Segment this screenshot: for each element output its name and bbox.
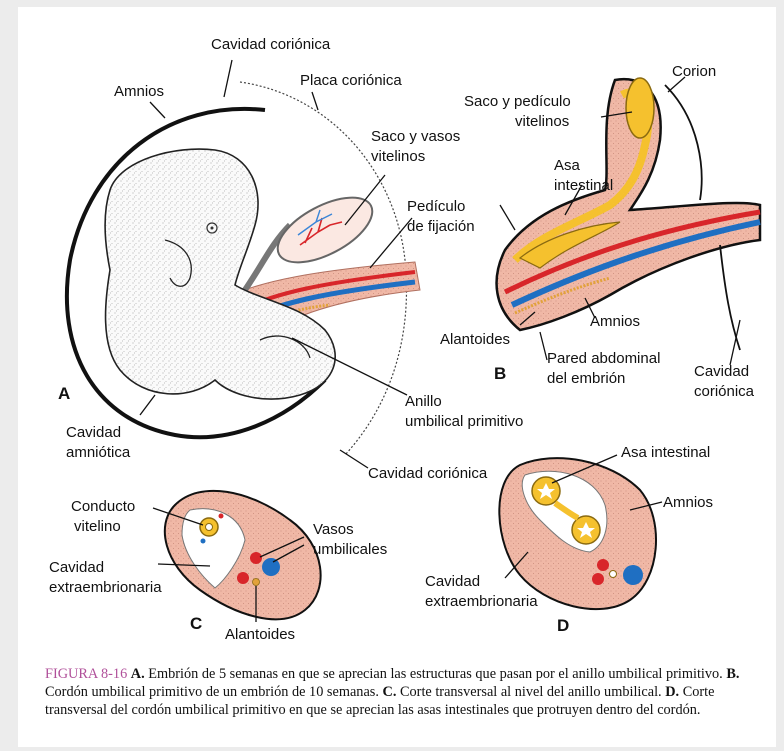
label-cavidad-extra-d1: Cavidad: [425, 573, 480, 591]
allantois-c: [253, 579, 260, 586]
label-pared-2: del embrión: [547, 370, 625, 388]
caption-b-letter: B.: [726, 666, 739, 682]
label-placa-corionica: Placa coriónica: [300, 72, 402, 90]
label-saco-vasos-2: vitelinos: [371, 148, 425, 166]
label-asa-2: intestinal: [554, 177, 613, 195]
panel-label-a: A: [58, 384, 70, 404]
embryo-body: [105, 149, 335, 399]
vein-d: [623, 565, 643, 585]
label-amnios-a: Amnios: [114, 83, 164, 101]
panel-a-drawing: [67, 60, 420, 468]
label-vasos-2: umbilicales: [313, 541, 387, 559]
panel-label-c: C: [190, 614, 202, 634]
label-amnios-d: Amnios: [663, 494, 713, 512]
vitelline-blue-c: [201, 539, 206, 544]
label-pediculo-1: Pedículo: [407, 198, 465, 216]
label-alantoides-b: Alantoides: [440, 331, 510, 349]
panel-c-drawing: [153, 491, 321, 622]
allantois-d: [610, 571, 617, 578]
panel-label-b: B: [494, 364, 506, 384]
caption-c-letter: C.: [383, 684, 397, 700]
caption-d-letter: D.: [665, 684, 679, 700]
label-cavidad-extra-d2: extraembrionaria: [425, 593, 538, 611]
panel-label-d: D: [557, 616, 569, 636]
label-cavidad-corionica-b1: Cavidad: [694, 363, 749, 381]
yolk-sac-b: [626, 78, 654, 138]
label-anillo-1: Anillo: [405, 393, 442, 411]
vein-c: [262, 558, 280, 576]
label-saco-vasos-1: Saco y vasos: [371, 128, 460, 146]
artery-c-1: [250, 552, 262, 564]
label-cavidad-corionica-b2: coriónica: [694, 383, 754, 401]
label-cavidad-corionica-bottom: Cavidad coriónica: [368, 465, 487, 483]
label-amnios-b: Amnios: [590, 313, 640, 331]
label-cavidad-amniotica-1: Cavidad: [66, 424, 121, 442]
label-conducto-2: vitelino: [74, 518, 121, 536]
label-cavidad-extra-c1: Cavidad: [49, 559, 104, 577]
label-alantoides-c: Alantoides: [225, 626, 295, 644]
label-cavidad-corionica-top: Cavidad coriónica: [211, 36, 330, 54]
caption-c-text: Corte transversal al nivel del anillo um…: [396, 684, 665, 700]
figure-caption: FIGURA 8-16 A. Embrión de 5 semanas en q…: [45, 665, 773, 719]
figure: A B C D Cavidad coriónica Amnios Placa c…: [18, 7, 776, 747]
label-saco-pediculo-1: Saco y pedículo: [464, 93, 571, 111]
caption-a-letter: A.: [131, 666, 145, 682]
artery-d-2: [592, 573, 604, 585]
label-cavidad-amniotica-2: amniótica: [66, 444, 130, 462]
label-vasos-1: Vasos: [313, 521, 354, 539]
vitelline-red-c: [219, 514, 224, 519]
caption-b-text: Cordón umbilical primitivo de un embrión…: [45, 684, 383, 700]
label-anillo-2: umbilical primitivo: [405, 413, 523, 431]
panel-d-drawing: [499, 455, 662, 609]
label-asa-1: Asa: [554, 157, 580, 175]
illustration: [18, 7, 776, 747]
label-asa-d: Asa intestinal: [621, 444, 710, 462]
label-pediculo-2: de fijación: [407, 218, 475, 236]
caption-a-text: Embrión de 5 semanas en que se aprecian …: [145, 666, 727, 682]
artery-d-1: [597, 559, 609, 571]
label-cavidad-extra-c2: extraembrionaria: [49, 579, 162, 597]
label-corion: Corion: [672, 63, 716, 81]
label-saco-pediculo-2: vitelinos: [515, 113, 569, 131]
caption-figure-number: FIGURA 8-16: [45, 666, 127, 682]
label-pared-1: Pared abdominal: [547, 350, 660, 368]
label-conducto-1: Conducto: [71, 498, 135, 516]
artery-c-2: [237, 572, 249, 584]
